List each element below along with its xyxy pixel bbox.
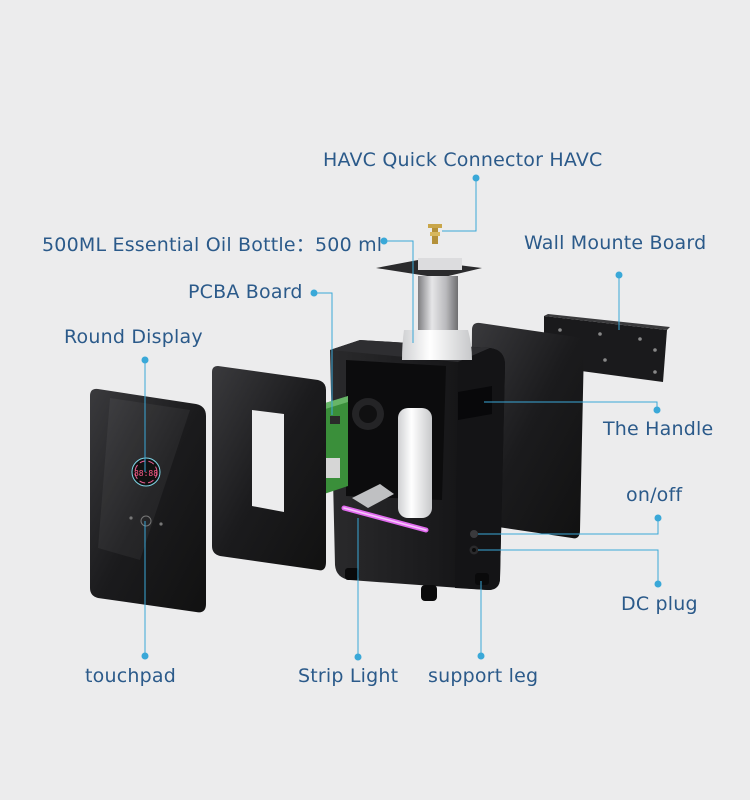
strip-light <box>341 505 429 533</box>
havc-connector <box>428 224 442 244</box>
label-handle: The Handle <box>603 418 714 440</box>
label-support-leg: support leg <box>428 665 539 687</box>
label-wall-mount-board: Wall Mounte Board <box>524 232 707 254</box>
oil-bottle <box>376 258 482 360</box>
label-oil-bottle: 500ML Essential Oil Bottle：500 ml <box>42 234 383 256</box>
frame-panel <box>212 366 326 571</box>
label-havc-connector: HAVC Quick Connector HAVC <box>323 149 603 171</box>
label-dc-plug: DC plug <box>621 593 698 615</box>
label-on-off: on/off <box>626 484 683 506</box>
leader-dots <box>141 174 662 661</box>
label-pcba-board: PCBA Board <box>188 281 303 303</box>
label-strip-light: Strip Light <box>298 665 399 687</box>
main-body <box>330 340 505 601</box>
label-round-display: Round Display <box>64 326 203 348</box>
display-digits: 88:88 <box>134 469 158 478</box>
front-panel <box>90 388 206 613</box>
pcba-board <box>322 396 348 494</box>
label-touchpad: touchpad <box>85 665 176 687</box>
